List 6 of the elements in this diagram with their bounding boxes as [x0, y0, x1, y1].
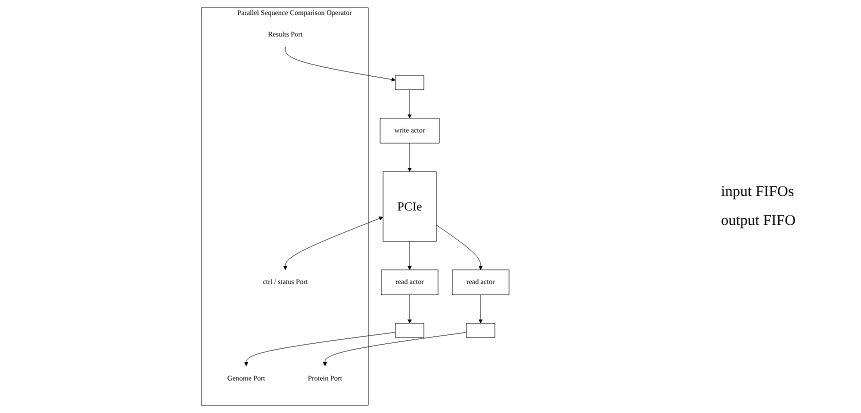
node-box: PCIe	[383, 171, 437, 242]
node-box	[466, 323, 496, 338]
note-label: output FIFO	[721, 212, 797, 230]
note-label: input FIFOs	[721, 184, 795, 200]
node-box	[396, 323, 424, 338]
node-box	[396, 75, 424, 90]
